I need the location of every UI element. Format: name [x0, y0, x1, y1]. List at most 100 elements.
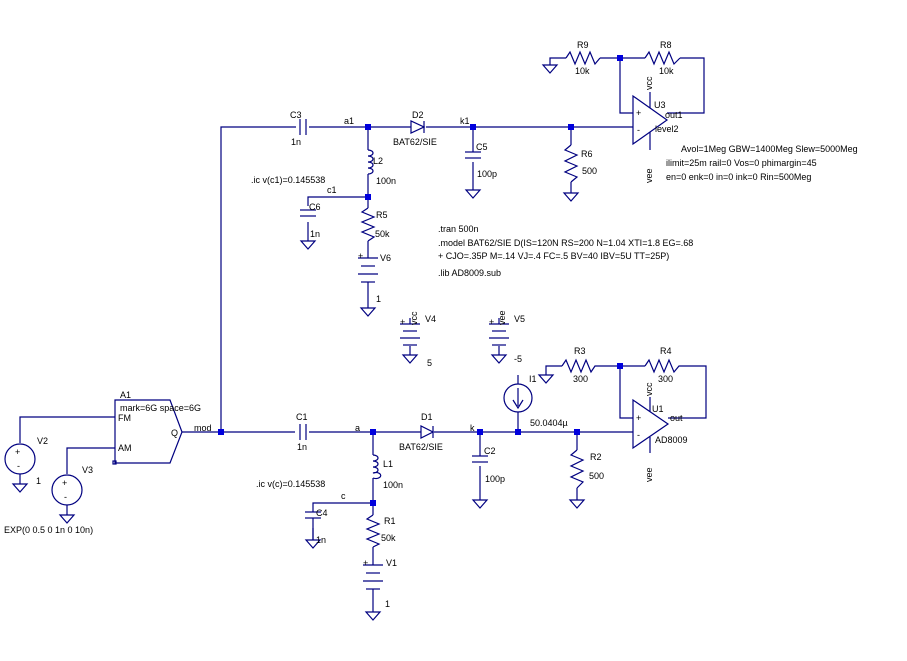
v2-plus: + — [15, 447, 20, 457]
v3-minus: - — [64, 492, 67, 502]
net-label-c1: c1 — [327, 185, 337, 195]
v3-value: EXP(0 0.5 0 1n 0 10n) — [4, 525, 93, 535]
r8-ref: R8 — [660, 40, 672, 50]
ground-icon — [471, 499, 489, 509]
v4-value: 5 — [427, 358, 432, 368]
ground-icon — [537, 374, 555, 384]
u3-model: level2 — [655, 124, 679, 134]
capacitor-c6: C6 1n — [299, 202, 321, 250]
junctions — [218, 55, 623, 506]
v1-plus: + — [363, 558, 368, 568]
capacitor-c5: C5 100p — [464, 142, 497, 199]
ground-icon — [11, 483, 29, 493]
junction-r2 — [574, 429, 580, 435]
ground-icon — [490, 354, 508, 364]
capacitor-c3: C3 1n — [290, 110, 307, 147]
u1-minus: - — [637, 430, 640, 440]
d1-model: BAT62/SIE — [399, 442, 443, 452]
source-v3: + - V3 EXP(0 0.5 0 1n 0 10n) — [4, 465, 93, 535]
r6-value: 500 — [582, 166, 597, 176]
r4-value: 300 — [658, 374, 673, 384]
c4-value: 1n — [316, 535, 326, 545]
c1-ref: C1 — [296, 412, 308, 422]
source-v2: + - V2 1 — [4, 436, 48, 493]
ground-icon — [541, 64, 559, 74]
ground-icon — [568, 499, 586, 509]
c6-value: 1n — [310, 229, 320, 239]
junction-k — [477, 429, 483, 435]
battery-v6: + V6 1 — [358, 251, 391, 317]
a1-params: mark=6G space=6G — [120, 403, 201, 413]
v4-net: vcc — [409, 311, 419, 325]
a1-am-pin: AM — [118, 443, 132, 453]
u1-out: out — [670, 413, 683, 423]
supply-v4: + V4 5 vcc — [400, 311, 436, 368]
a1-q-pin: Q — [171, 428, 178, 438]
net-label-c: c — [341, 491, 346, 501]
v6-value: 1 — [376, 294, 381, 304]
v4-plus: + — [400, 317, 405, 327]
junction-u1-fb — [617, 363, 623, 369]
ground-icon — [562, 192, 580, 202]
r9-value: 10k — [575, 66, 590, 76]
resistor-r4: R4 300 — [644, 346, 683, 384]
inductor-l1: L1 100n — [372, 454, 403, 490]
ground-icon — [364, 611, 382, 621]
supply-v5: + V5 -5 vee — [489, 310, 525, 364]
diode-d1: D1 BAT62/SIE — [399, 412, 443, 452]
v1-ref: V1 — [386, 558, 397, 568]
ground-icon — [58, 514, 76, 524]
i1-ref: I1 — [529, 374, 537, 384]
d2-model: BAT62/SIE — [393, 137, 437, 147]
l1-ref: L1 — [383, 459, 393, 469]
a1-ref: A1 — [120, 390, 131, 400]
junction-i1 — [515, 429, 521, 435]
v6-ref: V6 — [380, 253, 391, 263]
c3-value: 1n — [291, 137, 301, 147]
c3-ref: C3 — [290, 110, 302, 120]
modulator-a1: A1 mark=6G space=6G FM AM Q — [112, 390, 201, 465]
c4-ref: C4 — [316, 508, 328, 518]
v5-plus: + — [489, 317, 494, 327]
r3-ref: R3 — [574, 346, 586, 356]
a1-fm-pin: FM — [118, 413, 131, 423]
ic-c-directive: .ic v(c)=0.145538 — [256, 479, 325, 489]
l2-ref: L2 — [373, 156, 383, 166]
v5-ref: V5 — [514, 314, 525, 324]
l2-value: 100n — [376, 176, 396, 186]
u3-out: out1 — [665, 110, 683, 120]
net-label-mod: mod — [194, 423, 212, 433]
l1-value: 100n — [383, 480, 403, 490]
d2-ref: D2 — [412, 110, 424, 120]
ic-c1-directive: .ic v(c1)=0.145538 — [251, 175, 325, 185]
junction-a1 — [365, 124, 371, 130]
c2-ref: C2 — [484, 446, 496, 456]
r6-ref: R6 — [581, 149, 593, 159]
c1-value: 1n — [297, 442, 307, 452]
r9-ref: R9 — [577, 40, 589, 50]
resistor-r9: R9 10k — [541, 40, 601, 76]
u3-vee: vee — [644, 168, 654, 183]
v3-ref: V3 — [82, 465, 93, 475]
r2-ref: R2 — [590, 452, 602, 462]
resistor-r6: R6 500 — [562, 144, 597, 202]
capacitor-c4: C4 1n — [304, 508, 328, 549]
ground-icon — [304, 539, 322, 549]
net-label-a: a — [355, 423, 360, 433]
resistor-r2: R2 500 — [568, 449, 604, 509]
u3-plus: + — [636, 108, 641, 118]
r2-value: 500 — [589, 471, 604, 481]
c2-value: 100p — [485, 474, 505, 484]
u3-minus: - — [637, 125, 640, 135]
spice-directives: .tran 500n .model BAT62/SIE D(IS=120N RS… — [438, 224, 693, 278]
junction-k1 — [470, 124, 476, 130]
r5-value: 50k — [375, 229, 390, 239]
v5-value: -5 — [514, 354, 522, 364]
junction-c1 — [365, 194, 371, 200]
r1-value: 50k — [381, 533, 396, 543]
opamp-u1: + - U1 out AD8009 vcc vee — [632, 382, 688, 482]
junction-u3-fb — [617, 55, 623, 61]
r3-value: 300 — [573, 374, 588, 384]
directive-lib: .lib AD8009.sub — [438, 268, 501, 278]
v2-value: 1 — [36, 476, 41, 486]
